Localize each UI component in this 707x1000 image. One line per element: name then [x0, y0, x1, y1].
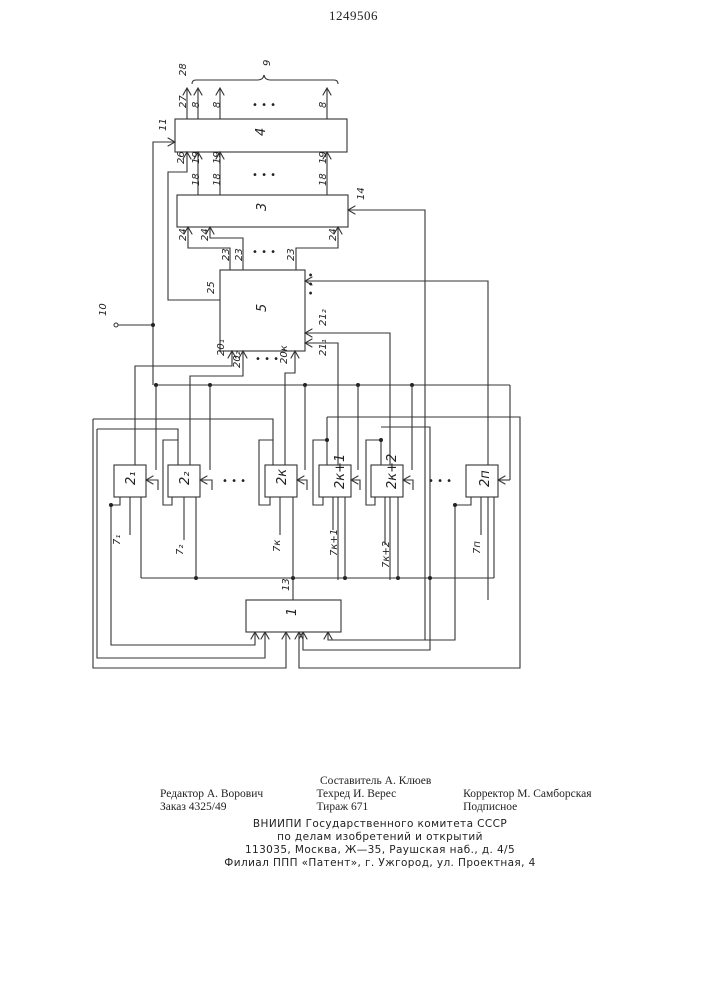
wire [351, 480, 360, 490]
label-23: 23 [234, 248, 245, 261]
diagram-label: 7к+1 [329, 529, 340, 556]
label-11: 11 [158, 118, 169, 131]
line-14 [348, 210, 425, 640]
label-13: 13 [281, 578, 292, 591]
label-24: 24 [178, 228, 189, 241]
compiler: Составитель А. Клюев [320, 775, 470, 788]
label-8: 8 [212, 102, 223, 108]
block-1-label: 1 [285, 608, 300, 616]
dots: • • • [222, 476, 246, 487]
wire [328, 505, 455, 640]
org-line-1: ВНИИПИ Государственного комитета СССР [160, 818, 600, 831]
label-28: 28 [178, 63, 189, 76]
corrector: Корректор М. Самборская [463, 788, 600, 801]
circuit-diagram: 4 9 28 27 8 8 8 • • • 11 26 19 19 19 18 … [0, 0, 707, 760]
label-8: 8 [318, 102, 329, 108]
wire [325, 438, 329, 442]
diagram-label: 7₁ [112, 535, 123, 545]
order: Заказ 4325/49 [160, 801, 316, 814]
cell-2-k: 2к 7к [259, 440, 307, 578]
label-27: 27 [178, 95, 189, 108]
label-18: 18 [212, 173, 223, 186]
dots: • • • [252, 247, 276, 258]
label-25: 25 [206, 281, 217, 294]
wire [151, 323, 155, 327]
label-20-2: 20₂ [232, 351, 243, 368]
wire [111, 505, 255, 645]
bus-9-brace [192, 75, 338, 84]
dots: • • • [428, 476, 452, 487]
diagram-label: 2₁ [124, 472, 139, 485]
diagram-label: 7к+2 [381, 541, 392, 568]
label-26: 26 [176, 151, 187, 164]
wire [97, 429, 178, 440]
label-19: 19 [212, 151, 223, 164]
branch: Филиал ППП «Патент», г. Ужгород, ул. Про… [160, 857, 600, 870]
label-21-2: 21₂ [318, 309, 329, 326]
subscription: Подписное [463, 801, 600, 814]
label-19: 19 [191, 151, 202, 164]
wire [109, 503, 113, 507]
label-20-k: 20к [279, 345, 290, 364]
diagram-label: 7п [472, 541, 483, 554]
wire [455, 497, 471, 505]
diagram-label: 2п [478, 470, 493, 487]
label-19: 19 [318, 151, 329, 164]
block-4-label: 4 [254, 128, 269, 136]
cell-2-2: 2₂ 7₂ [163, 440, 212, 578]
label-8: 8 [191, 102, 202, 108]
label-18: 18 [191, 173, 202, 186]
line-11 [153, 142, 175, 385]
address: 113035, Москва, Ж—35, Раушская наб., д. … [160, 844, 600, 857]
editor: Редактор А. Ворович [160, 788, 316, 801]
wire [135, 351, 232, 470]
wire [114, 323, 118, 327]
wire [379, 438, 383, 442]
dots: • • • [255, 354, 279, 365]
label-20-1: 20₁ [216, 339, 227, 356]
label-18: 18 [318, 173, 329, 186]
cell-2-n: 2п 7п [453, 465, 510, 578]
diagram-label: 7₂ [175, 545, 186, 555]
wire [285, 351, 295, 470]
dots: • • • [252, 100, 276, 111]
wire [428, 576, 432, 580]
wire [453, 503, 457, 507]
label-23: 23 [221, 248, 232, 261]
diagram-label: 2₂ [178, 472, 193, 485]
techred: Техред И. Верес [316, 788, 463, 801]
circulation: Тираж 671 [316, 801, 463, 814]
label-24: 24 [328, 228, 339, 241]
diagram-label: 2к+1 [333, 454, 348, 489]
diagram-label: 2к [275, 469, 290, 485]
wire [200, 480, 212, 490]
dots: • • • [306, 272, 317, 296]
org-line-2: по делам изобретений и открытий [160, 831, 600, 844]
label-10: 10 [98, 303, 109, 316]
cell-2-k1: 2к+1 7к+1 [313, 438, 360, 578]
label-21-1: 21₁ [318, 339, 329, 356]
diagram-label: 7к [272, 540, 283, 552]
label-23: 23 [286, 248, 297, 261]
wire [403, 480, 413, 490]
wire [146, 480, 158, 490]
cell-2-1: 2₁ 7₁ [109, 465, 158, 578]
label-9: 9 [262, 60, 273, 66]
dots: • • • [252, 170, 276, 181]
label-24: 24 [200, 228, 211, 241]
label-14: 14 [356, 187, 367, 200]
imprint-block: Составитель А. Клюев Редактор А. Ворович… [160, 775, 600, 870]
wire [297, 480, 307, 490]
block-3-label: 3 [255, 203, 270, 211]
block-5-label: 5 [255, 304, 270, 312]
diagram-label: 2к+2 [385, 454, 400, 489]
